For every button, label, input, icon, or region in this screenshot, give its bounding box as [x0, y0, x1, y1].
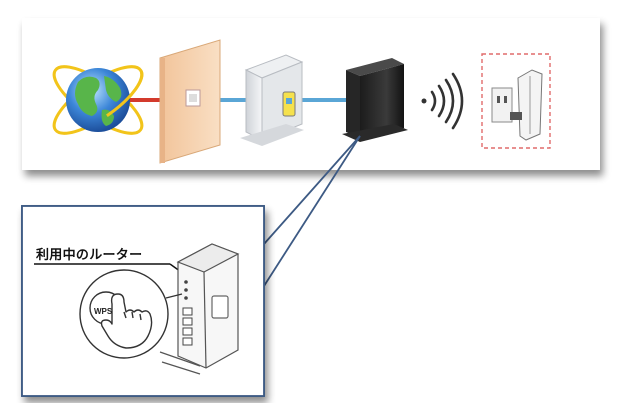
plug-in-extender-icon	[481, 53, 551, 149]
callout-pointer	[263, 135, 361, 287]
router-closeup-device	[159, 243, 240, 375]
wireless-router-icon	[342, 58, 408, 142]
globe-icon	[52, 65, 144, 135]
pointing-hand-icon	[100, 293, 153, 349]
router-ports	[182, 307, 193, 346]
wifi-waves-icon	[421, 72, 464, 130]
wall-socket-icon	[159, 39, 221, 164]
wps-button-label: WPS	[94, 307, 113, 316]
modem-icon	[240, 54, 304, 146]
router-label: 利用中のルーター	[36, 248, 143, 263]
